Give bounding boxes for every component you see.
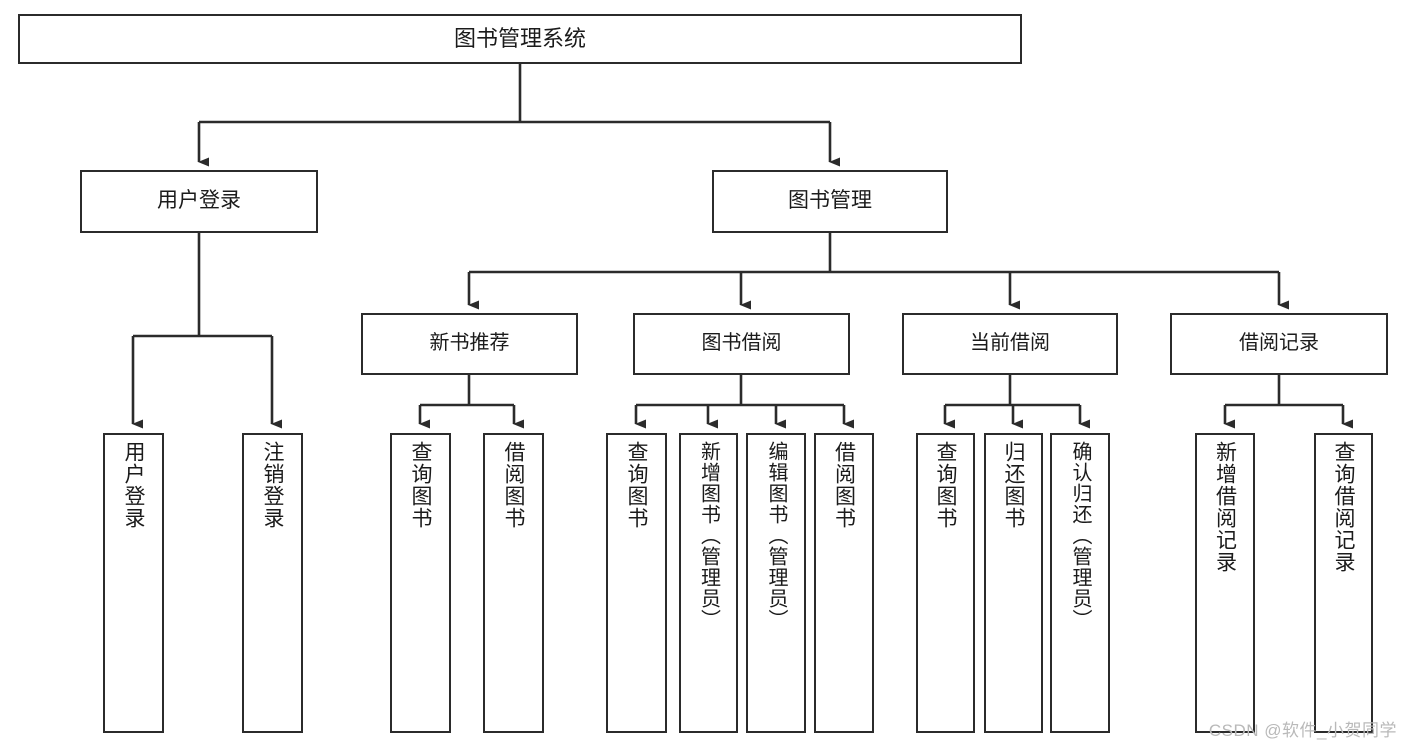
connector-group-recommend bbox=[418, 375, 524, 429]
node-book-management-label: 图书管理 bbox=[788, 189, 872, 213]
node-book-borrow-label: 图书借阅 bbox=[701, 332, 782, 355]
node-leaf-add-book-admin[interactable]: 新增图书（管理员） bbox=[679, 433, 738, 733]
node-leaf-edit-book-admin-label: 编辑图书（管理员） bbox=[765, 441, 787, 630]
node-current-borrow-label: 当前借阅 bbox=[970, 332, 1050, 355]
node-leaf-borrow-query-book[interactable]: 查询图书 bbox=[606, 433, 667, 733]
node-leaf-current-query-book-label: 查询图书 bbox=[934, 441, 957, 529]
node-leaf-confirm-return-admin-label: 确认归还（管理员） bbox=[1069, 441, 1091, 630]
node-leaf-borrow-book[interactable]: 借阅图书 bbox=[814, 433, 874, 733]
node-new-book-recommend-label: 新书推荐 bbox=[429, 332, 510, 355]
connector-group-book-mgmt bbox=[467, 233, 1289, 310]
node-user-login[interactable]: 用户登录 bbox=[80, 170, 318, 233]
node-leaf-recommend-query-book[interactable]: 查询图书 bbox=[390, 433, 451, 733]
node-current-borrow[interactable]: 当前借阅 bbox=[902, 313, 1118, 375]
node-leaf-return-book-label: 归还图书 bbox=[1002, 441, 1025, 529]
connector-group-borrow bbox=[634, 375, 854, 429]
connector-group-record bbox=[1223, 375, 1353, 429]
node-leaf-recommend-borrow-book-label: 借阅图书 bbox=[502, 441, 525, 529]
node-leaf-borrow-book-label: 借阅图书 bbox=[832, 441, 856, 529]
node-leaf-query-borrow-record[interactable]: 查询借阅记录 bbox=[1314, 433, 1373, 733]
node-leaf-add-borrow-record-label: 新增借阅记录 bbox=[1213, 441, 1237, 573]
csdn-watermark: CSDN @软件_小贺同学 bbox=[1208, 721, 1397, 740]
node-leaf-recommend-borrow-book[interactable]: 借阅图书 bbox=[483, 433, 544, 733]
node-leaf-return-book[interactable]: 归还图书 bbox=[984, 433, 1043, 733]
node-leaf-user-login[interactable]: 用户登录 bbox=[103, 433, 164, 733]
node-leaf-borrow-query-book-label: 查询图书 bbox=[625, 441, 648, 529]
node-root-book-management-system[interactable]: 图书管理系统 bbox=[18, 14, 1022, 64]
node-leaf-add-borrow-record[interactable]: 新增借阅记录 bbox=[1195, 433, 1255, 733]
node-root-label: 图书管理系统 bbox=[453, 26, 586, 52]
node-leaf-query-borrow-record-label: 查询借阅记录 bbox=[1332, 441, 1355, 573]
node-user-login-label: 用户登录 bbox=[157, 189, 241, 213]
node-leaf-logout-label: 注销登录 bbox=[261, 441, 284, 529]
node-leaf-logout[interactable]: 注销登录 bbox=[242, 433, 303, 733]
node-leaf-confirm-return-admin[interactable]: 确认归还（管理员） bbox=[1050, 433, 1110, 733]
node-leaf-recommend-query-book-label: 查询图书 bbox=[409, 441, 432, 529]
node-leaf-current-query-book[interactable]: 查询图书 bbox=[916, 433, 975, 733]
connector-group-user-login bbox=[131, 233, 282, 429]
node-borrow-record[interactable]: 借阅记录 bbox=[1170, 313, 1388, 375]
connector-group-root bbox=[197, 64, 840, 167]
node-leaf-add-book-admin-label: 新增图书（管理员） bbox=[697, 441, 720, 630]
node-leaf-user-login-label: 用户登录 bbox=[122, 441, 145, 529]
node-book-management[interactable]: 图书管理 bbox=[712, 170, 948, 233]
connector-group-current bbox=[943, 375, 1090, 429]
node-book-borrow[interactable]: 图书借阅 bbox=[633, 313, 850, 375]
node-borrow-record-label: 借阅记录 bbox=[1239, 332, 1319, 355]
node-new-book-recommend[interactable]: 新书推荐 bbox=[361, 313, 578, 375]
node-leaf-edit-book-admin[interactable]: 编辑图书（管理员） bbox=[746, 433, 806, 733]
